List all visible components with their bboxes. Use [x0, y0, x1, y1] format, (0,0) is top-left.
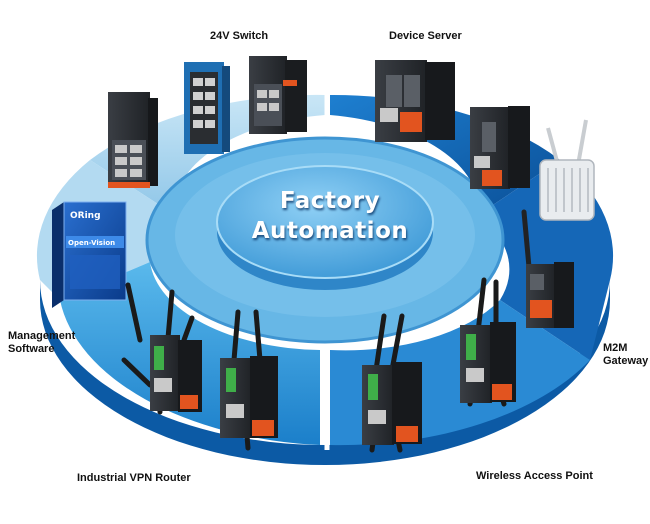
m2m-access-point: [539, 119, 595, 221]
access-point-1: [362, 313, 422, 453]
switch-device-1: [108, 92, 158, 188]
switch-device-3: [249, 56, 307, 134]
device-server-2: [470, 106, 530, 189]
vpn-router-2: [220, 309, 278, 451]
software-box-brand: ORing: [70, 211, 101, 221]
label-industrial-vpn-router: Industrial VPN Router: [77, 472, 191, 484]
software-box-product: Open-Vision: [68, 239, 115, 247]
device-server-1: [375, 60, 455, 142]
label-m2m-line2: Gateway: [603, 355, 649, 367]
label-management-line2: Software: [8, 343, 55, 355]
label-management-software: Management Software: [8, 330, 75, 356]
access-point-2: [460, 277, 516, 407]
switch-device-2: [184, 62, 230, 154]
software-box: ORing Open-Vision: [52, 201, 127, 308]
hub-title: Factory Automation: [210, 186, 450, 246]
label-wireless-access-point: Wireless Access Point: [476, 470, 593, 482]
label-device-server: Device Server: [389, 30, 462, 42]
label-24v-switch: 24V Switch: [210, 30, 269, 42]
label-m2m-line1: M2M: [603, 342, 628, 354]
hub-title-line2: Automation: [251, 218, 409, 244]
hub-disc: [216, 165, 434, 279]
hub-title-line1: Factory: [279, 188, 381, 214]
label-management-line1: Management: [8, 330, 76, 342]
label-m2m-gateway: M2M Gateway: [603, 342, 648, 368]
vpn-router-1: [121, 282, 202, 415]
m2m-gateway-device: [521, 209, 574, 328]
